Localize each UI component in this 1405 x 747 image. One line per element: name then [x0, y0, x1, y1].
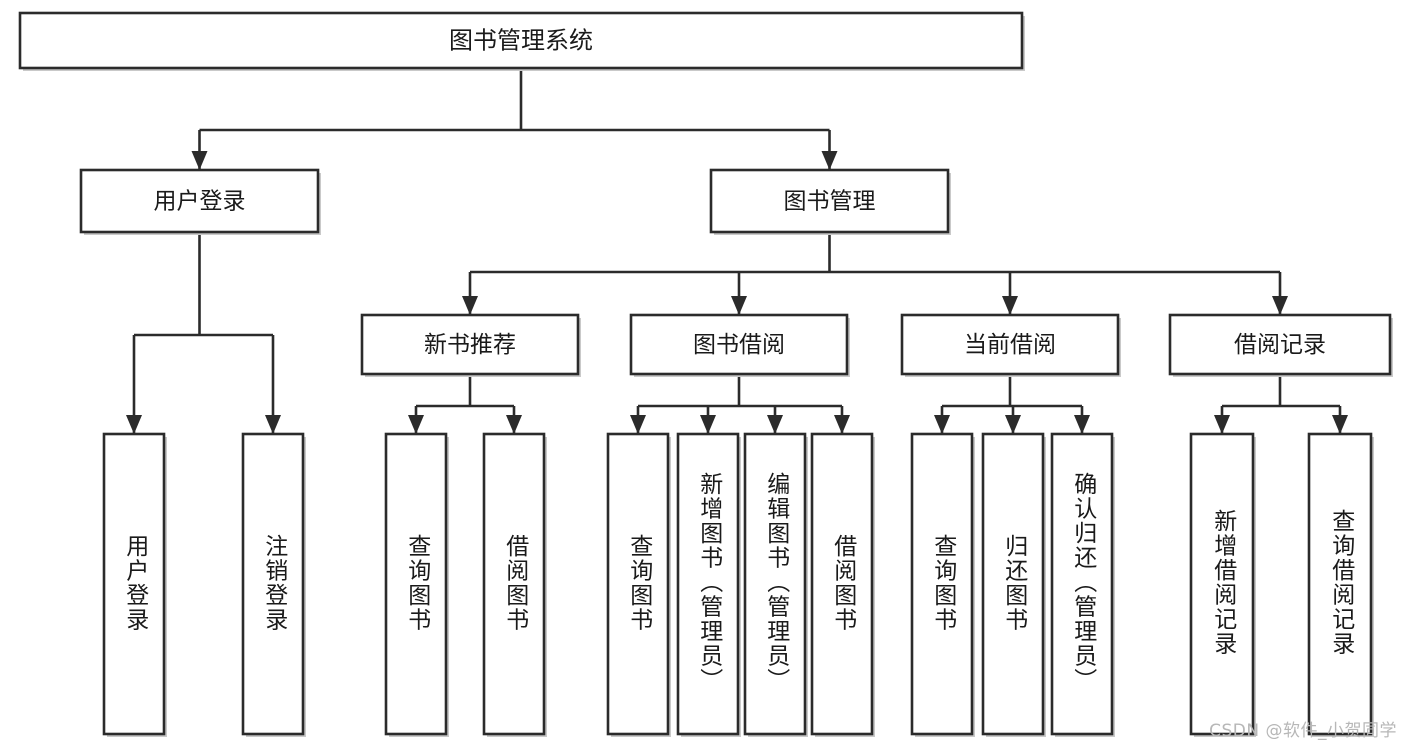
arrow-head-icon	[1002, 296, 1018, 315]
node-new-book-recommend[interactable]	[360, 313, 581, 377]
node-label-root: 图书管理系统	[449, 27, 593, 55]
node-leaf-user-login[interactable]	[102, 432, 167, 737]
node-book-borrow[interactable]	[629, 313, 850, 377]
arrow-head-icon	[506, 415, 522, 434]
node-user-login[interactable]	[79, 168, 321, 235]
arrow-head-icon	[731, 296, 747, 315]
node-leaf-borrow-book-a[interactable]	[482, 432, 547, 737]
node-book-manage[interactable]	[709, 168, 951, 235]
connector-links-layer	[126, 68, 1348, 434]
arrow-head-icon	[1214, 415, 1230, 434]
node-leaf-return-book[interactable]	[981, 432, 1046, 737]
node-label-book-borrow: 图书借阅	[693, 332, 785, 358]
arrow-head-icon	[834, 415, 850, 434]
arrow-head-icon	[408, 415, 424, 434]
node-label-new-book-recommend: 新书推荐	[424, 332, 516, 358]
node-leaf-query-borrow-record[interactable]	[1307, 432, 1374, 737]
arrow-head-icon	[1074, 415, 1090, 434]
arrow-head-icon	[934, 415, 950, 434]
node-leaf-user-logout[interactable]	[241, 432, 306, 737]
node-root[interactable]	[18, 11, 1025, 71]
connector-group-user-login	[126, 232, 281, 434]
arrow-head-icon	[821, 151, 838, 170]
arrow-head-icon	[462, 296, 478, 315]
arrow-head-icon	[126, 415, 142, 434]
node-leaf-confirm-return[interactable]	[1050, 432, 1115, 737]
arrow-head-icon	[265, 415, 281, 434]
connector-group-root	[191, 68, 838, 170]
node-leaf-query-book-c[interactable]	[910, 432, 975, 737]
arrow-head-icon	[1332, 415, 1348, 434]
node-leaf-add-borrow-record[interactable]	[1189, 432, 1256, 737]
node-leaf-borrow-book-b[interactable]	[810, 432, 875, 737]
arrow-head-icon	[191, 151, 208, 170]
node-label-current-borrow: 当前借阅	[964, 332, 1056, 358]
node-current-borrow[interactable]	[900, 313, 1121, 377]
arrow-head-icon	[630, 415, 646, 434]
arrow-head-icon	[1272, 296, 1288, 315]
node-leaf-query-book-b[interactable]	[606, 432, 671, 737]
node-borrow-record[interactable]	[1168, 313, 1393, 377]
connector-group-book-manage	[462, 232, 1288, 315]
node-label-user-login: 用户登录	[154, 189, 246, 215]
arrow-head-icon	[700, 415, 716, 434]
arrow-head-icon	[767, 415, 783, 434]
node-label-borrow-record: 借阅记录	[1234, 332, 1326, 358]
node-leaf-edit-book[interactable]	[743, 432, 808, 737]
connector-group-new-book-recommend	[408, 374, 522, 434]
node-label-book-manage: 图书管理	[784, 189, 876, 215]
node-leaf-query-book-a[interactable]	[384, 432, 449, 737]
connector-group-borrow-record	[1214, 374, 1348, 434]
arrow-head-icon	[1005, 415, 1021, 434]
connector-group-current-borrow	[934, 374, 1090, 434]
connector-group-book-borrow	[630, 374, 850, 434]
node-leaf-add-book[interactable]	[676, 432, 741, 737]
